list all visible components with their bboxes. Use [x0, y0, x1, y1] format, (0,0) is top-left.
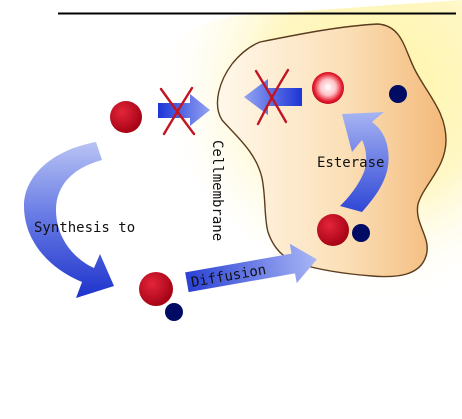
cleaved-group: [389, 85, 407, 103]
esterase-label: Esterase: [317, 155, 384, 171]
ester-group-inside: [352, 224, 370, 242]
free-molecule-glowing: [312, 72, 344, 104]
cellmembrane-label: Cellmembrane: [209, 140, 225, 241]
molecule-outside-top: [110, 101, 142, 133]
ester-group-outside: [165, 303, 183, 321]
ester-molecule-outside: [139, 272, 173, 306]
ester-molecule-inside: [317, 214, 349, 246]
synthesis-label: Synthesis to: [34, 220, 135, 236]
